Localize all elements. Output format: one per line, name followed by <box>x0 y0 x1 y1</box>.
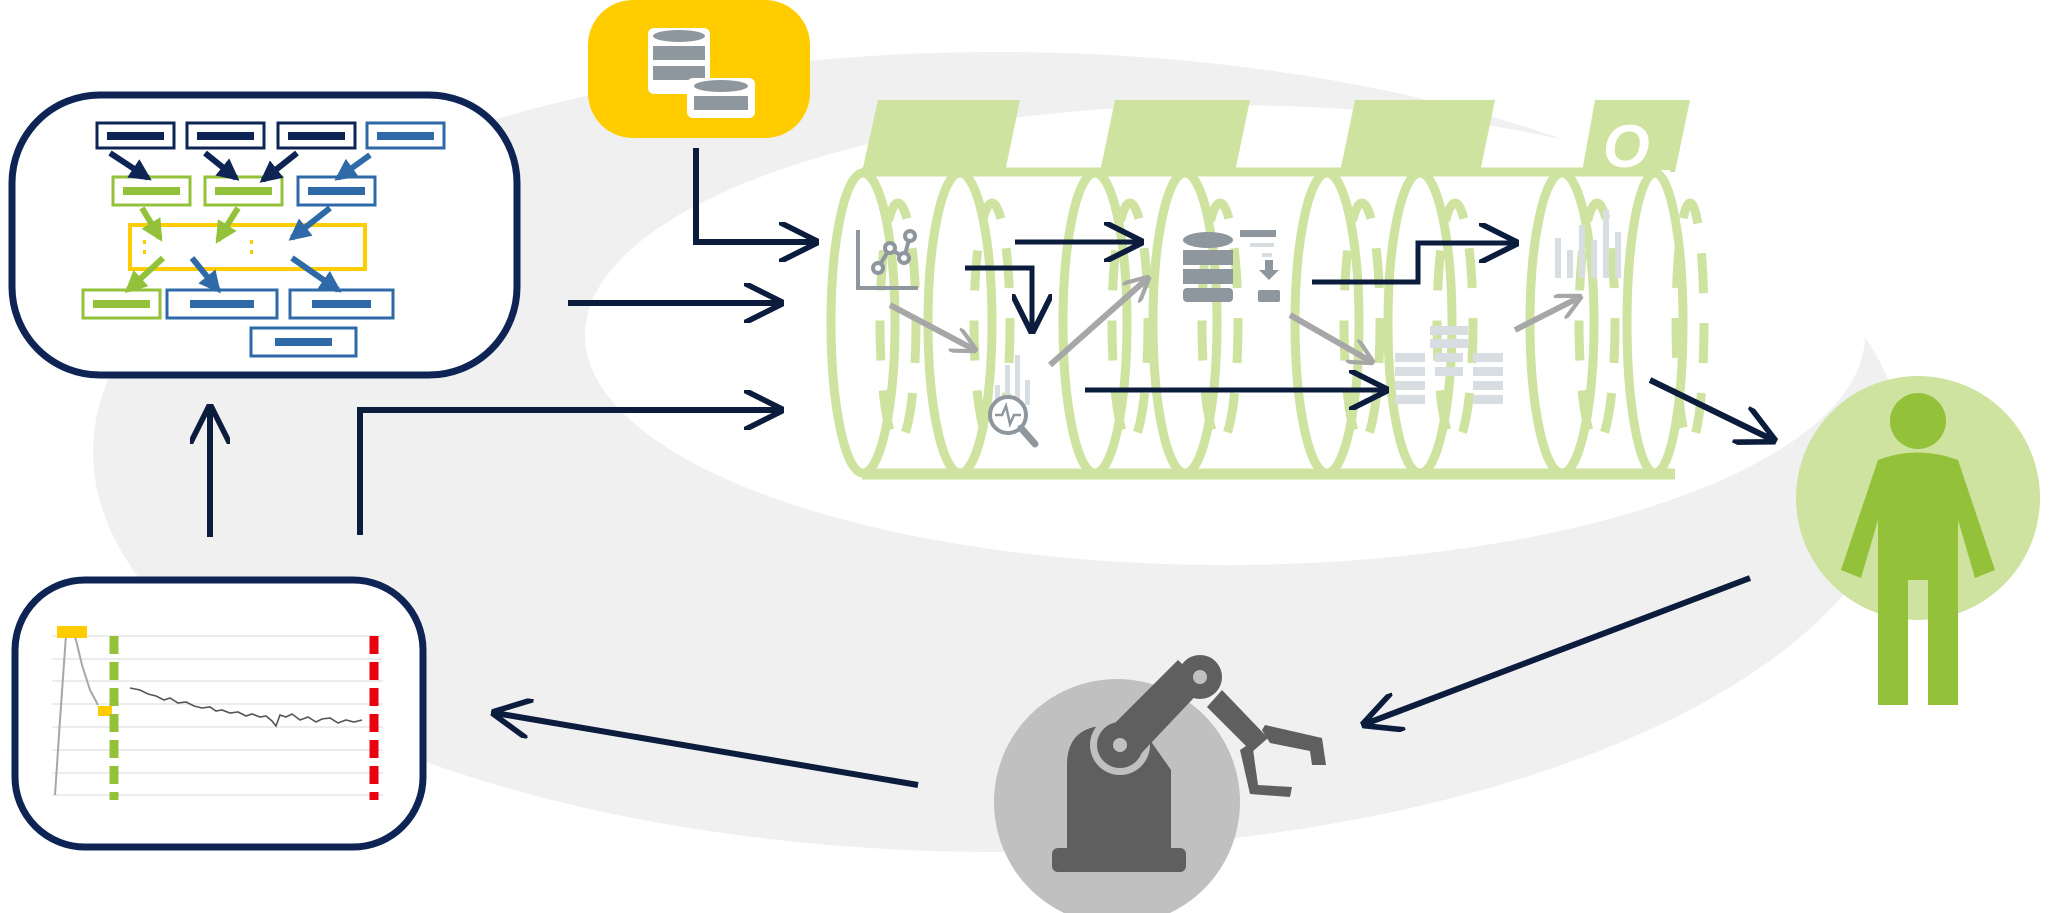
processing-pipeline: O <box>826 100 1709 480</box>
data-source-box <box>588 0 810 138</box>
start-marker <box>57 626 87 638</box>
magnifier-chart-icon <box>988 355 1039 448</box>
workflow-node <box>95 121 446 150</box>
pipeline-flag <box>862 100 1020 172</box>
funnel-icon <box>1240 230 1280 302</box>
pipeline-flag <box>1582 100 1690 172</box>
pipeline-flag <box>1100 100 1250 172</box>
event-marker <box>98 706 112 716</box>
workflow-group <box>128 223 367 271</box>
scatter-chart-icon <box>856 229 918 290</box>
workflow-box <box>8 91 521 379</box>
person-icon <box>1796 376 2040 705</box>
pipeline-flag <box>1340 100 1495 172</box>
flow-arrow-feedback-to-pipeline <box>357 410 780 535</box>
robot-arm-icon <box>994 655 1326 913</box>
timeline-chart-box <box>11 576 427 851</box>
flow-arrow-data-to-pipeline <box>693 148 815 242</box>
flow-arrow-robot-to-chart <box>495 713 919 788</box>
measurement-line <box>129 687 363 728</box>
bar-chart-icon <box>1555 210 1621 278</box>
stacked-storage-icon <box>1395 326 1503 404</box>
flow-arrow-pipeline-to-person <box>1648 377 1773 440</box>
database-icon <box>648 28 755 118</box>
flow-arrow-person-to-robot <box>1365 575 1752 724</box>
database-icon <box>1183 232 1233 302</box>
